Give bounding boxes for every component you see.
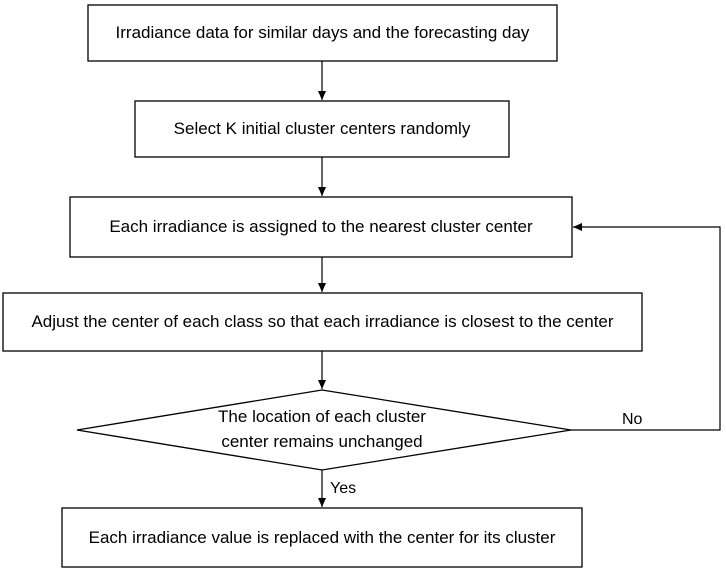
box-replace-value-label: Each irradiance value is replaced with t…: [88, 528, 556, 547]
box-select-centers: [134, 100, 510, 158]
decision-label-line-2: center remains unchanged: [221, 432, 423, 451]
arrow-decision-no-loop: [571, 223, 721, 431]
box-irradiance-data: [87, 4, 558, 62]
yes-edge-label: Yes: [330, 480, 357, 497]
box-replace-value: [61, 507, 583, 568]
decision-label-line-1: The location of each cluster: [218, 407, 426, 426]
no-edge-label: No: [622, 411, 643, 428]
box-assign-nearest: [69, 196, 573, 258]
box-assign-nearest-label: Each irradiance is assigned to the neare…: [109, 217, 533, 236]
box-adjust-center-label: Adjust the center of each class so that …: [31, 312, 614, 331]
box-select-centers-label: Select K initial cluster centers randoml…: [173, 119, 471, 138]
box-adjust-center: [2, 292, 643, 352]
box-irradiance-data-label: Irradiance data for similar days and the…: [115, 23, 530, 42]
